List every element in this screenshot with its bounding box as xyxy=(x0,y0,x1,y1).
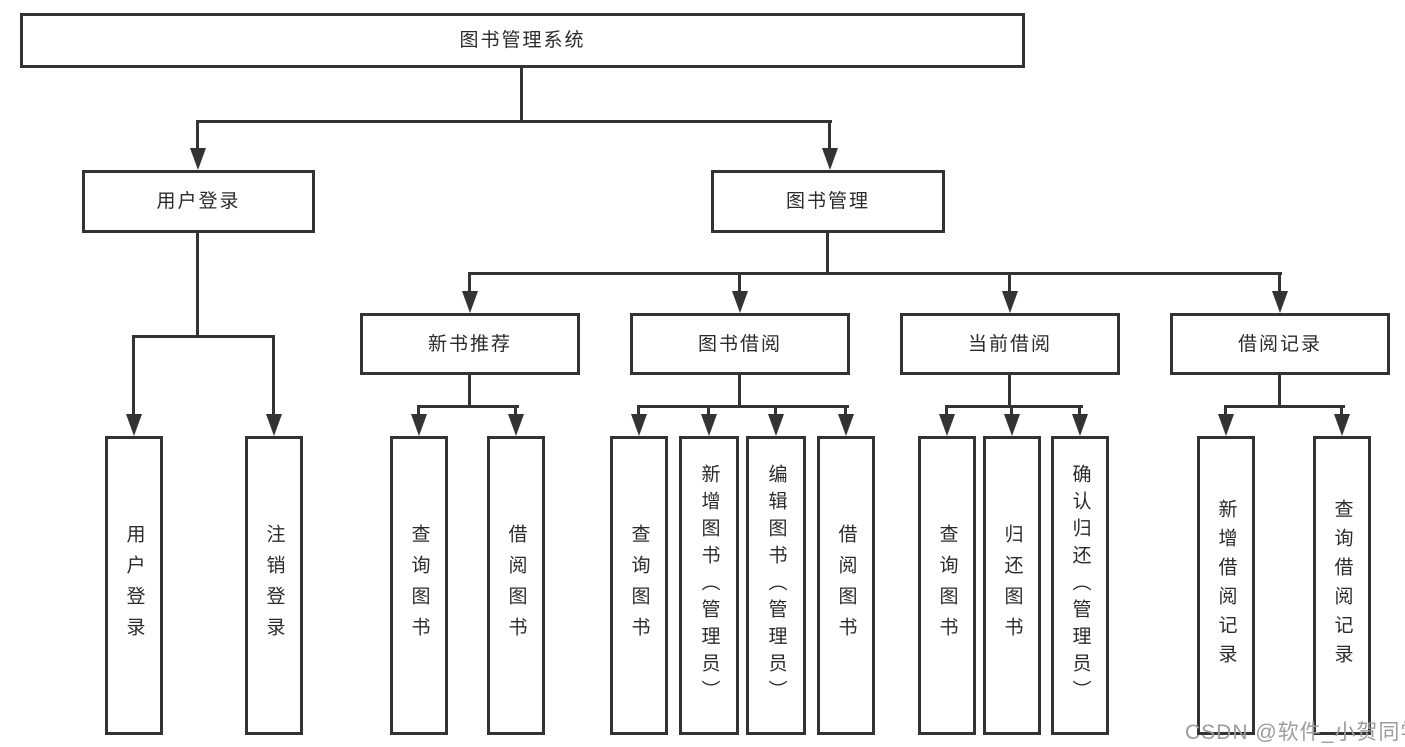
connector-vline xyxy=(828,120,831,148)
connector-vline xyxy=(945,405,948,415)
leaf-user-login-label: 用户登录 xyxy=(123,523,145,648)
leaf-query-borrow-record: 查询借阅记录 xyxy=(1313,436,1371,735)
connector-hline xyxy=(417,405,519,408)
arrowhead-down-icon xyxy=(701,414,717,436)
arrowhead-down-icon xyxy=(462,291,478,313)
node-book-borrowing-label: 图书借阅 xyxy=(697,333,782,355)
leaf-edit-book-admin: 编辑图书（管理员） xyxy=(746,436,806,735)
arrowhead-down-icon xyxy=(838,414,854,436)
leaf-confirm-return-admin: 确认归还（管理员） xyxy=(1051,436,1109,735)
leaf-borrow-books-borrow-label: 借阅图书 xyxy=(835,523,857,648)
connector-vline xyxy=(520,68,523,120)
connector-vline xyxy=(637,405,640,415)
leaf-user-login: 用户登录 xyxy=(105,436,163,735)
arrowhead-down-icon xyxy=(939,414,955,436)
arrowhead-down-icon xyxy=(411,414,427,436)
connector-vline xyxy=(1224,405,1227,415)
connector-vline xyxy=(468,375,471,405)
connector-vline xyxy=(1340,405,1343,415)
leaf-confirm-return-admin-label: 确认归还（管理员） xyxy=(1069,464,1091,707)
leaf-add-book-admin-label: 新增图书（管理员） xyxy=(698,464,720,707)
leaf-borrow-books-newrec: 借阅图书 xyxy=(487,436,545,735)
node-library-system-label: 图书管理系统 xyxy=(459,30,586,51)
connector-vline xyxy=(1008,272,1011,291)
leaf-return-books: 归还图书 xyxy=(983,436,1041,735)
arrowhead-down-icon xyxy=(126,414,142,436)
connector-vline xyxy=(826,233,829,272)
leaf-logout: 注销登录 xyxy=(245,436,303,735)
connector-vline xyxy=(1078,405,1081,415)
connector-hline xyxy=(945,405,1083,408)
leaf-add-book-admin: 新增图书（管理员） xyxy=(679,436,739,735)
node-user-login: 用户登录 xyxy=(82,170,315,233)
node-book-management: 图书管理 xyxy=(711,170,945,233)
arrowhead-down-icon xyxy=(1002,291,1018,313)
connector-hline xyxy=(132,335,275,338)
csdn-watermark: CSDN @软件_小贺同学 xyxy=(1185,721,1405,744)
node-borrowing-records: 借阅记录 xyxy=(1170,313,1390,375)
node-new-book-recommend-label: 新书推荐 xyxy=(427,333,512,355)
node-current-borrowing-label: 当前借阅 xyxy=(967,333,1052,355)
connector-vline xyxy=(1008,375,1011,405)
node-library-system: 图书管理系统 xyxy=(20,13,1025,68)
connector-vline xyxy=(774,405,777,415)
leaf-query-books-current-label: 查询图书 xyxy=(936,523,958,648)
leaf-return-books-label: 归还图书 xyxy=(1001,523,1023,648)
connector-vline xyxy=(196,233,199,335)
leaf-query-books-borrow: 查询图书 xyxy=(610,436,668,735)
arrowhead-down-icon xyxy=(822,148,838,170)
arrowhead-down-icon xyxy=(732,291,748,313)
connector-vline xyxy=(844,405,847,415)
leaf-query-books-borrow-label: 查询图书 xyxy=(628,523,650,648)
connector-hline xyxy=(1224,405,1345,408)
leaf-query-borrow-record-label: 查询借阅记录 xyxy=(1331,498,1353,673)
connector-vline xyxy=(196,120,199,148)
leaf-query-books-newrec-label: 查询图书 xyxy=(408,523,430,648)
connector-hline xyxy=(468,272,1282,275)
connector-vline xyxy=(468,272,471,291)
leaf-query-books-newrec: 查询图书 xyxy=(390,436,448,735)
leaf-add-borrow-record-label: 新增借阅记录 xyxy=(1215,498,1237,673)
connector-vline xyxy=(272,335,275,414)
leaf-query-books-current: 查询图书 xyxy=(918,436,976,735)
connector-hline xyxy=(196,120,832,123)
arrowhead-down-icon xyxy=(1072,414,1088,436)
connector-vline xyxy=(707,405,710,415)
leaf-borrow-books-borrow: 借阅图书 xyxy=(817,436,875,735)
node-borrowing-records-label: 借阅记录 xyxy=(1237,333,1322,355)
node-book-management-label: 图书管理 xyxy=(785,191,870,212)
node-user-login-label: 用户登录 xyxy=(156,191,241,212)
leaf-logout-label: 注销登录 xyxy=(263,523,285,648)
arrowhead-down-icon xyxy=(768,414,784,436)
node-book-borrowing: 图书借阅 xyxy=(630,313,850,375)
connector-vline xyxy=(1278,375,1281,405)
connector-vline xyxy=(1010,405,1013,415)
connector-hline xyxy=(637,405,849,408)
arrowhead-down-icon xyxy=(266,414,282,436)
arrowhead-down-icon xyxy=(190,148,206,170)
arrowhead-down-icon xyxy=(1004,414,1020,436)
connector-vline xyxy=(417,405,420,415)
arrowhead-down-icon xyxy=(631,414,647,436)
leaf-add-borrow-record: 新增借阅记录 xyxy=(1197,436,1255,735)
connector-vline xyxy=(514,405,517,415)
connector-vline xyxy=(738,375,741,405)
node-current-borrowing: 当前借阅 xyxy=(900,313,1120,375)
arrowhead-down-icon xyxy=(1334,414,1350,436)
arrowhead-down-icon xyxy=(1218,414,1234,436)
leaf-borrow-books-newrec-label: 借阅图书 xyxy=(505,523,527,648)
arrowhead-down-icon xyxy=(1272,291,1288,313)
arrowhead-down-icon xyxy=(508,414,524,436)
node-new-book-recommend: 新书推荐 xyxy=(360,313,580,375)
connector-vline xyxy=(738,272,741,291)
connector-vline xyxy=(1278,272,1281,291)
connector-vline xyxy=(132,335,135,414)
leaf-edit-book-admin-label: 编辑图书（管理员） xyxy=(765,464,787,707)
